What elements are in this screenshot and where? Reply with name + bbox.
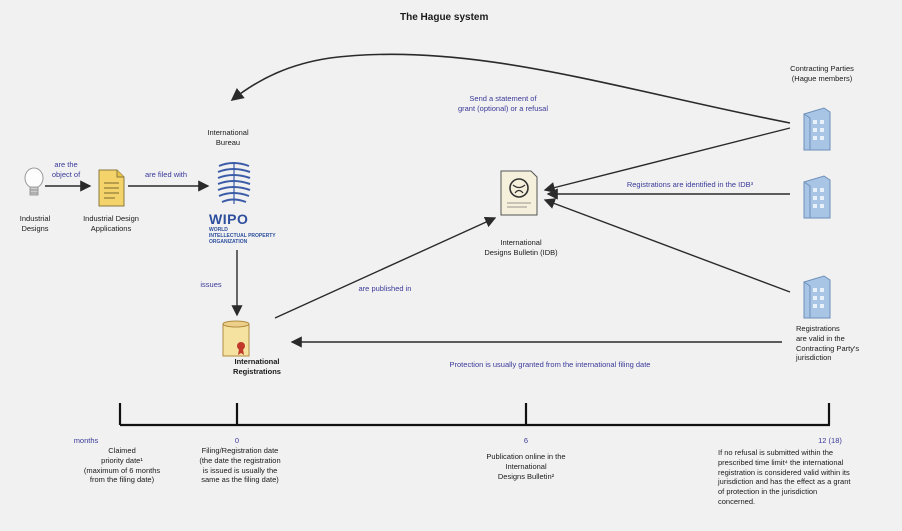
bulletin-icon (500, 170, 538, 216)
identified-label: Registrations are identified in the IDB³ (626, 180, 754, 189)
published-in-label: are published in (358, 284, 412, 293)
tick-0-label: 0 (234, 436, 240, 445)
published-in-arrow (274, 216, 497, 319)
applications-label: Industrial Design Applications (83, 214, 139, 233)
wipo-subtitle: WORLD INTELLECTUAL PROPERTY ORGANIZATION (209, 227, 276, 245)
registrations-label: International Registrations (233, 357, 281, 376)
claimed-priority-label: Claimed priority date¹ (maximum of 6 mon… (83, 446, 161, 485)
tick-12-label: 12 (18) (818, 436, 842, 445)
diagram-title: The Hague system (400, 12, 489, 23)
no-refusal-label: If no refusal is submitted within the pr… (718, 448, 851, 506)
idb-arrow-top (543, 127, 791, 194)
wipo-logo-icon (217, 162, 251, 204)
protection-label: Protection is usually granted from the i… (449, 360, 651, 369)
idb-label: International Designs Bulletin (IDB) (484, 238, 558, 257)
statement-label: Send a statement of grant (optional) or … (457, 94, 549, 113)
filed-with-label: are filed with (144, 170, 188, 179)
issues-label: issues (200, 280, 222, 289)
building-icon (803, 107, 831, 151)
document-icon (98, 169, 125, 207)
months-label: months (73, 436, 99, 445)
bureau-label: International Bureau (207, 128, 249, 147)
wipo-wordmark: WIPO (209, 211, 249, 227)
certificate-icon (222, 320, 250, 357)
lightbulb-icon (24, 167, 44, 196)
publication-label: Publication online in the International … (486, 452, 566, 481)
building-icon (803, 275, 831, 319)
valid-label: Registrations are valid in the Contracti… (796, 324, 860, 363)
contracting-parties-label: Contracting Parties (Hague members) (790, 64, 854, 83)
industrial-designs-label: Industrial Designs (19, 214, 51, 233)
filing-date-label: Filing/Registration date (the date the r… (199, 446, 281, 485)
idb-arrow-bottom (543, 198, 791, 293)
object-of-label: are the object of (51, 160, 81, 179)
refusal-arrow (230, 53, 791, 124)
building-icon (803, 175, 831, 219)
tick-6-label: 6 (523, 436, 529, 445)
